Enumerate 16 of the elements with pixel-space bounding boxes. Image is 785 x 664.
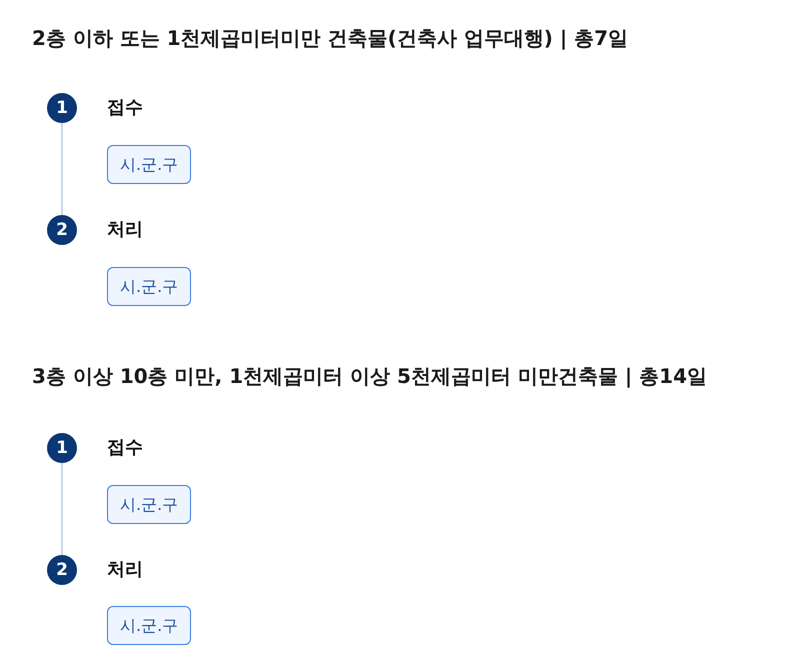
- section-heading: 2층 이하 또는 1천제곱미터미만 건축물(건축사 업무대행) | 총7일: [32, 25, 628, 52]
- connector-line: [61, 123, 63, 215]
- step-title: 처리: [107, 558, 143, 582]
- section-heading: 3층 이상 10층 미만, 1천제곱미터 이상 5천제곱미터 미만건축물 | 총14일: [32, 363, 707, 390]
- step-number-circle: 1: [47, 433, 77, 463]
- step-title: 접수: [107, 436, 143, 460]
- connector-line: [61, 463, 63, 555]
- agency-tag: 시.군.구: [107, 485, 192, 524]
- step-number-circle: 2: [47, 215, 77, 245]
- step-title: 접수: [107, 96, 143, 120]
- step-number-circle: 1: [47, 93, 77, 123]
- agency-tag: 시.군.구: [107, 145, 192, 184]
- agency-tag: 시.군.구: [107, 267, 192, 306]
- step-number-circle: 2: [47, 555, 77, 585]
- agency-tag: 시.군.구: [107, 606, 192, 645]
- step-title: 처리: [107, 218, 143, 242]
